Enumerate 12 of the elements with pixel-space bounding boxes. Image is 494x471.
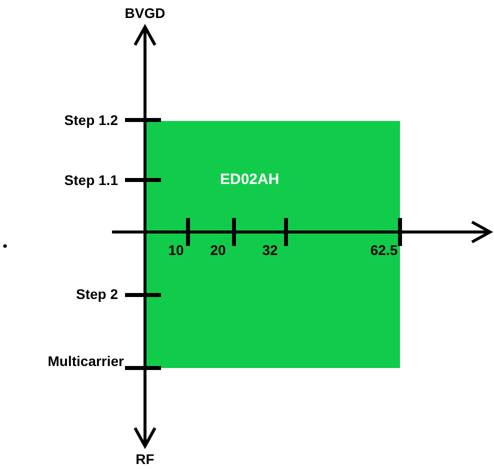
axis-label: Step 2	[76, 285, 118, 303]
region-box	[146, 121, 400, 368]
axis-label: 10	[168, 241, 184, 259]
axis-label: RF	[136, 450, 154, 468]
axis-label: Multicarrier	[48, 352, 124, 370]
axis-label: Step 1.2	[64, 111, 118, 129]
axis-label: 32	[262, 241, 278, 259]
axis-label: BVGD	[124, 4, 166, 22]
region-label: ED02AH	[220, 170, 280, 190]
axis-label: 20	[210, 241, 226, 259]
axis-label: 62.5	[370, 241, 398, 259]
axis-label: Step 1.1	[64, 171, 118, 189]
